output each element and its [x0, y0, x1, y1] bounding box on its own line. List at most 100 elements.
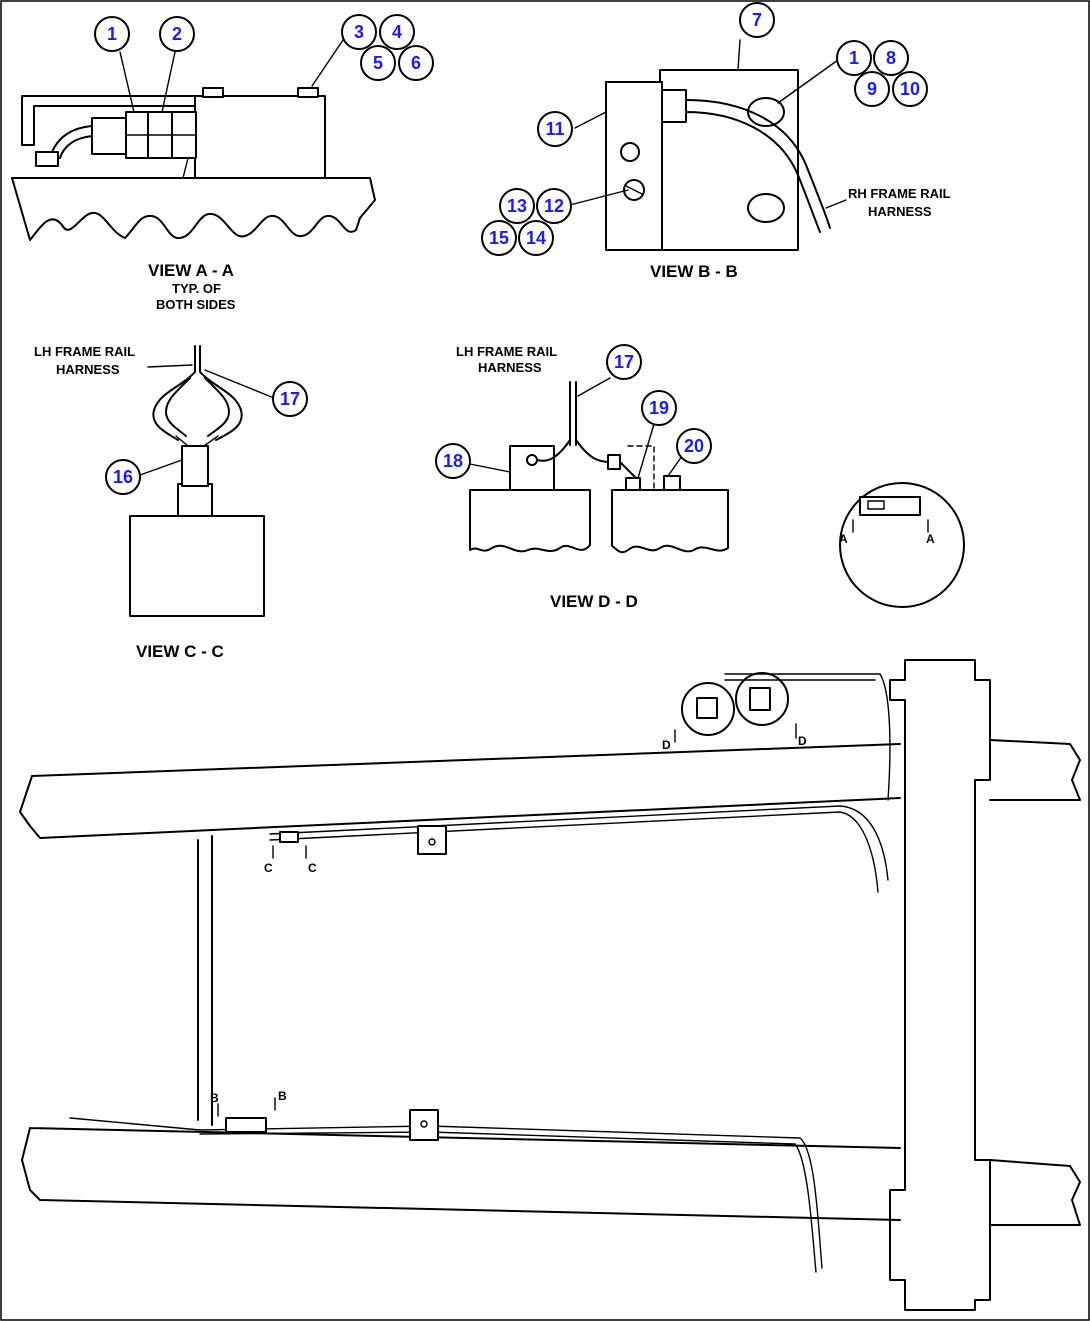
callout-vb-7: 7 [739, 2, 775, 38]
view-a-bolt-right [297, 87, 319, 98]
view-b-mount-bolt-upper [747, 97, 785, 127]
lower-frame-rail [21, 1127, 901, 1221]
detail-circle-d-left [681, 682, 735, 736]
callout-vb-9: 9 [854, 71, 890, 107]
view-a-note-line2: BOTH SIDES [156, 297, 236, 312]
callout-va-2: 2 [159, 16, 195, 52]
svg-text:9: 9 [867, 79, 877, 99]
svg-text:5: 5 [373, 53, 383, 73]
view-a-wire-hook [21, 95, 196, 146]
callout-vb-12: 12 [536, 188, 572, 224]
svg-text:13: 13 [507, 196, 527, 216]
view-b-harness-wire [685, 99, 831, 233]
callout-vb-8: 8 [873, 40, 909, 76]
callout-vb-14: 14 [518, 220, 554, 256]
view-d-harness-line2: HARNESS [478, 360, 542, 375]
view-b-harness-line2: HARNESS [868, 204, 932, 219]
callout-vb-10: 10 [892, 71, 928, 107]
view-c-switch-base [177, 483, 213, 517]
svg-text:3: 3 [354, 22, 364, 42]
upper-switch [279, 831, 299, 843]
callout-vd-19: 19 [641, 390, 677, 426]
view-b-harness-line1: RH FRAME RAIL [848, 186, 951, 201]
svg-text:1: 1 [849, 48, 859, 68]
section-mark-d-right: D [798, 734, 807, 748]
callout-vc-16: 16 [105, 459, 141, 495]
view-c-harness-line2: HARNESS [56, 362, 120, 377]
view-a-note-line1: TYP. OF [172, 281, 221, 296]
section-mark-a-right: A [926, 532, 935, 546]
view-d-right-block [611, 489, 729, 554]
svg-text:8: 8 [886, 48, 896, 68]
callout-vc-17: 17 [272, 381, 308, 417]
svg-text:20: 20 [684, 436, 704, 456]
view-d-clip [663, 475, 681, 491]
detail-circle-a: A A [839, 482, 965, 608]
view-d-harness-wires [536, 381, 611, 463]
svg-text:18: 18 [443, 451, 463, 471]
upper-frame-rail [19, 743, 901, 839]
view-b-mount-bolt-lower [747, 193, 785, 223]
view-a-frame-rail [11, 177, 376, 241]
svg-text:7: 7 [752, 10, 762, 30]
svg-text:11: 11 [545, 119, 564, 139]
view-d-title: VIEW D - D [550, 592, 638, 611]
svg-text:4: 4 [392, 22, 402, 42]
view-d-switch [625, 477, 641, 491]
svg-text:17: 17 [614, 352, 634, 372]
upper-clamp [417, 825, 447, 855]
view-b-b: RH FRAME RAIL HARNESS VIEW B - B [569, 39, 951, 281]
view-c-housing [129, 515, 265, 617]
callout-vb-13: 13 [499, 188, 535, 224]
callout-vd-18: 18 [435, 443, 471, 479]
view-c-harness-line1: LH FRAME RAIL [34, 344, 135, 359]
svg-text:14: 14 [526, 228, 546, 248]
view-b-switch-nut [661, 89, 687, 123]
section-mark-c-right: C [308, 861, 317, 875]
callout-vd-17: 17 [606, 344, 642, 380]
view-b-bracket [605, 81, 663, 251]
callout-vb-11: 11 [537, 111, 573, 147]
view-a-connector [35, 151, 59, 167]
view-d-left-block [469, 489, 591, 553]
svg-text:15: 15 [489, 228, 509, 248]
view-c-switch-body [181, 445, 209, 487]
view-a-title: VIEW A - A [148, 261, 234, 280]
right-frame-post [889, 659, 991, 1311]
detail-switch-block [859, 496, 921, 516]
callout-va-6: 6 [398, 45, 434, 81]
upper-harness-route [269, 805, 889, 893]
svg-text:17: 17 [280, 389, 300, 409]
frame-assembly: D D C C B B [19, 659, 1081, 1311]
view-b-title: VIEW B - B [650, 262, 738, 281]
view-d-sensor-plug [526, 454, 538, 466]
svg-text:12: 12 [544, 196, 564, 216]
callout-va-4: 4 [379, 14, 415, 50]
view-c-title: VIEW C - C [136, 642, 224, 661]
view-a-cable [51, 125, 93, 159]
left-cross-member [197, 835, 213, 1126]
lower-switch [225, 1117, 267, 1133]
callout-vd-20: 20 [676, 428, 712, 464]
view-c-c: LH FRAME RAIL HARNESS VIEW C - C [34, 344, 275, 661]
view-b-screw-upper [620, 142, 640, 162]
view-a-a: VIEW A - A TYP. OF BOTH SIDES [11, 39, 376, 312]
view-a-bolt-left [202, 87, 224, 98]
callout-va-3: 3 [341, 14, 377, 50]
section-mark-a-left: A [839, 532, 848, 546]
right-upper-stub [989, 739, 1081, 801]
right-lower-stub [989, 1159, 1081, 1226]
callout-va-5: 5 [360, 45, 396, 81]
view-a-switch-body [91, 117, 127, 155]
svg-text:19: 19 [649, 398, 669, 418]
detail-circle-d-right [735, 672, 789, 726]
section-mark-b-right: B [278, 1089, 287, 1103]
svg-text:16: 16 [113, 467, 133, 487]
section-mark-c-left: C [264, 861, 273, 875]
view-d-harness-line1: LH FRAME RAIL [456, 344, 557, 359]
section-mark-b-left: B [210, 1091, 219, 1105]
svg-text:1: 1 [107, 24, 117, 44]
view-c-harness-wires [152, 345, 243, 441]
